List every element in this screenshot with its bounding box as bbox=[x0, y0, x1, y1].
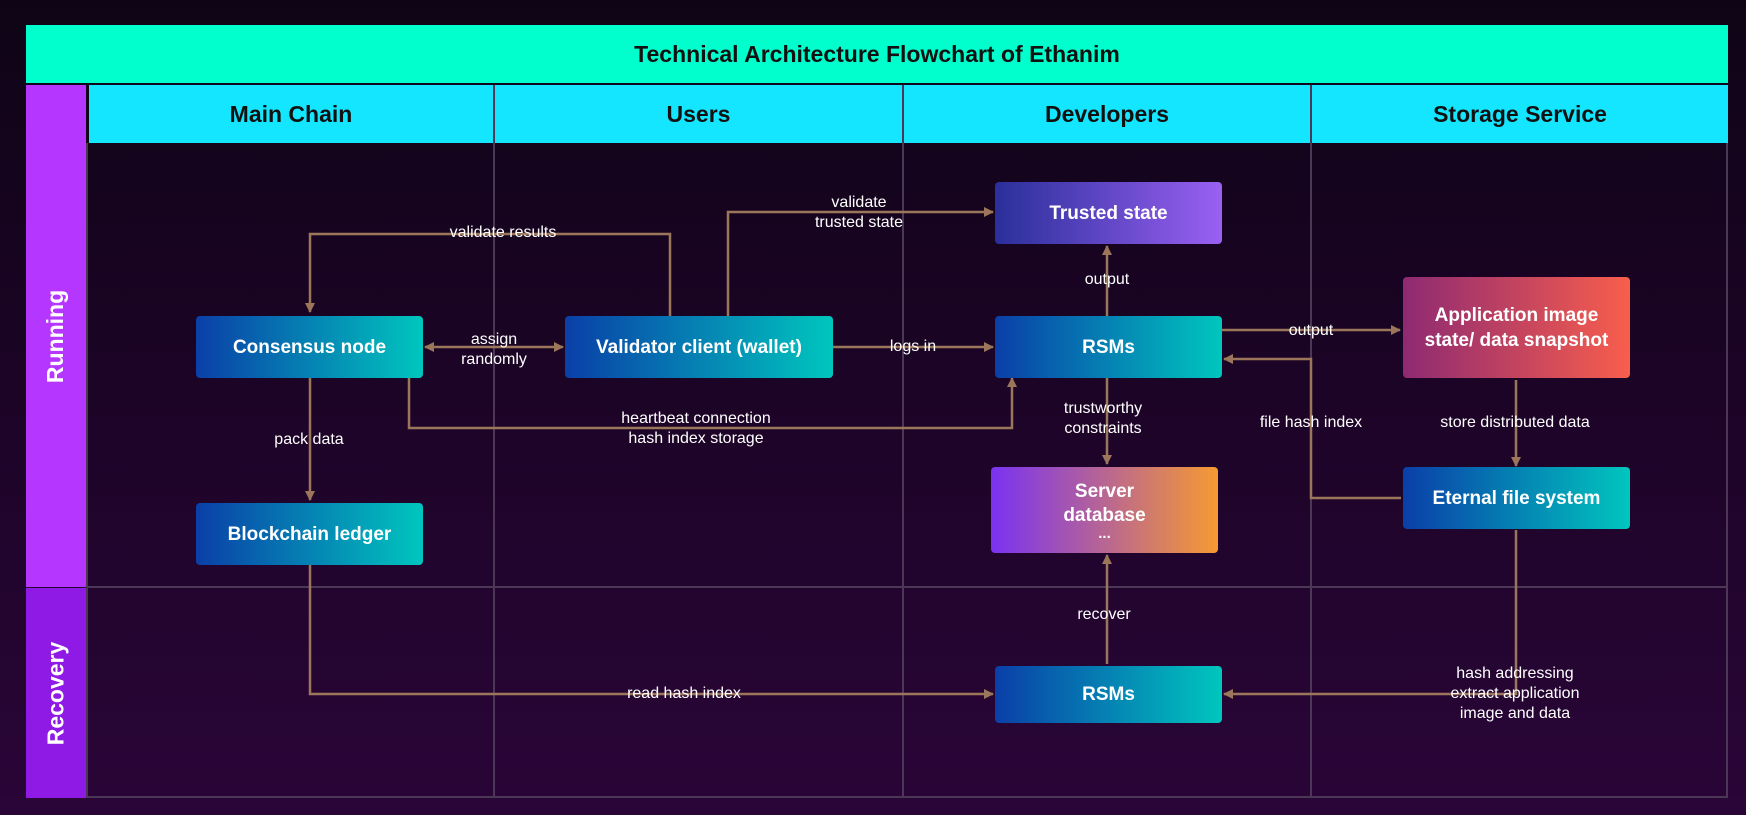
row-label-running: Running bbox=[26, 85, 86, 587]
row-label-recovery: Recovery bbox=[26, 588, 86, 798]
column-header-users: Users bbox=[495, 85, 902, 143]
grid-line-right bbox=[1726, 143, 1728, 798]
consensus-node[interactable]: Consensus node bbox=[196, 316, 423, 378]
rsms-recovery-node[interactable]: RSMs bbox=[995, 666, 1222, 723]
rsms-running-node[interactable]: RSMs bbox=[995, 316, 1222, 378]
server-database-node[interactable]: Server database ... bbox=[991, 467, 1218, 553]
trusted-state-node[interactable]: Trusted state bbox=[995, 182, 1222, 244]
app-image-line-2: state/ data snapshot bbox=[1424, 329, 1609, 351]
blockchain-ledger-node[interactable]: Blockchain ledger bbox=[196, 503, 423, 565]
edge-label-output-right: output bbox=[1288, 322, 1334, 339]
server-database-line-3: ... bbox=[1098, 525, 1111, 542]
column-header-developers: Developers bbox=[904, 85, 1310, 143]
edge-heartbeat bbox=[407, 377, 1017, 430]
grid-line-col-1 bbox=[493, 85, 495, 798]
edge-file-hash-index bbox=[1223, 354, 1401, 500]
edge-read-hash-index bbox=[308, 565, 994, 699]
grid-line-row bbox=[86, 586, 1728, 588]
edge-label-store-distributed: store distributed data bbox=[1440, 414, 1590, 431]
grid-line-bottom bbox=[86, 796, 1728, 798]
edge-label-validate-results: validate results bbox=[449, 224, 557, 241]
application-image-node[interactable]: Application image state/ data snapshot bbox=[1403, 277, 1630, 378]
edge-label-output-up: output bbox=[1084, 271, 1130, 288]
grid-line-left bbox=[86, 143, 88, 798]
server-database-line-2: database bbox=[1063, 505, 1146, 526]
edge-label-file-hash-index: file hash index bbox=[1259, 414, 1363, 431]
edge-hash-addressing bbox=[1223, 530, 1518, 699]
edge-label-read-hash-index: read hash index bbox=[627, 685, 741, 702]
edge-validate-trusted-state bbox=[726, 207, 994, 316]
edge-validate-results bbox=[305, 232, 672, 316]
edge-label-logs-in: logs in bbox=[889, 338, 937, 355]
diagram-title: Technical Architecture Flowchart of Etha… bbox=[26, 25, 1728, 83]
eternal-file-system-node[interactable]: Eternal file system bbox=[1403, 467, 1630, 529]
edge-label-pack-data: pack data bbox=[274, 431, 344, 448]
column-header-main-chain: Main Chain bbox=[89, 85, 493, 143]
app-image-line-1: Application image bbox=[1434, 304, 1599, 326]
edge-label-recover: recover bbox=[1077, 606, 1131, 623]
validator-client-node[interactable]: Validator client (wallet) bbox=[565, 316, 833, 378]
grid-line-col-2 bbox=[902, 85, 904, 798]
column-header-storage-service: Storage Service bbox=[1312, 85, 1728, 143]
server-database-line-1: Server bbox=[1074, 481, 1135, 502]
